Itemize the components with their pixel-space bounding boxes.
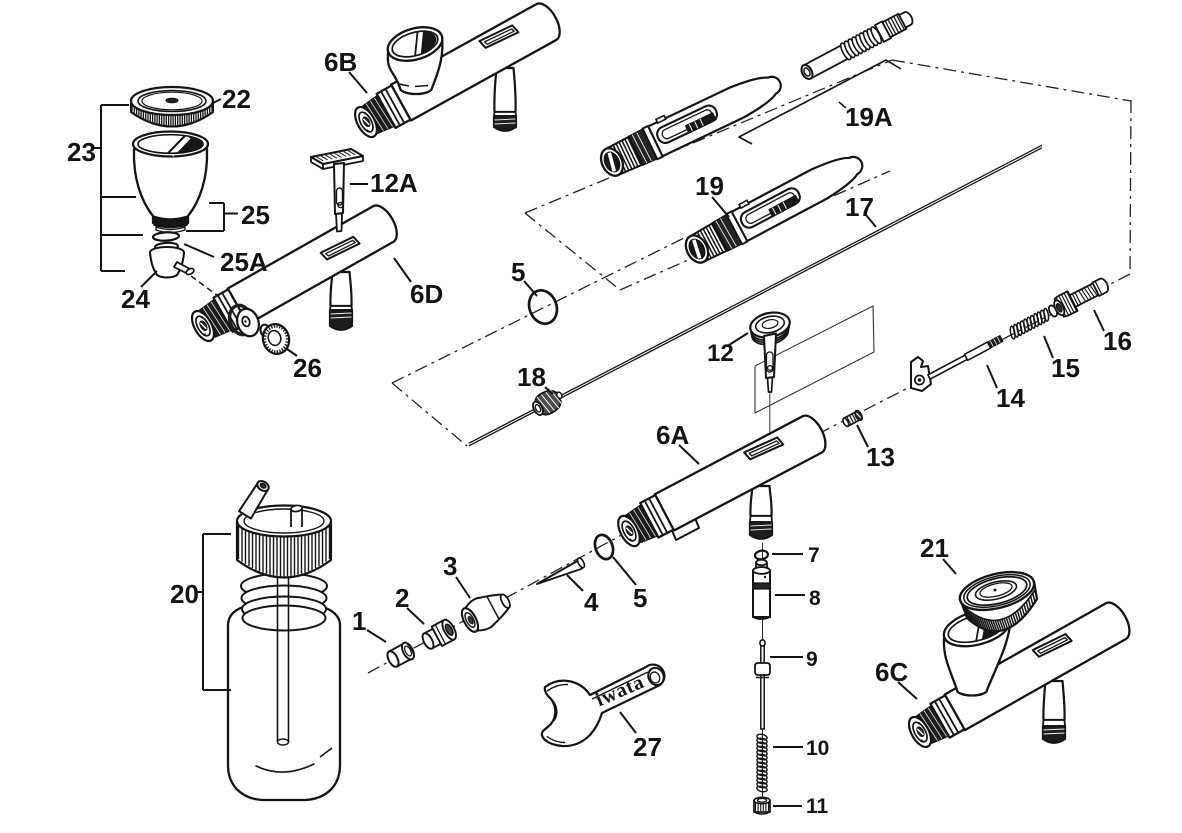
svg-text:8: 8 — [809, 587, 821, 610]
svg-text:20: 20 — [170, 579, 199, 609]
svg-text:12: 12 — [707, 340, 734, 367]
svg-text:7: 7 — [808, 544, 820, 567]
svg-text:4: 4 — [584, 587, 599, 617]
svg-text:25: 25 — [241, 200, 270, 230]
svg-text:6D: 6D — [410, 279, 443, 309]
svg-text:27: 27 — [633, 732, 662, 762]
svg-text:19: 19 — [695, 171, 724, 201]
svg-text:22: 22 — [222, 84, 251, 114]
svg-text:9: 9 — [806, 648, 818, 671]
svg-text:2: 2 — [395, 583, 409, 613]
svg-text:16: 16 — [1103, 326, 1132, 356]
svg-text:5: 5 — [511, 257, 525, 287]
svg-text:14: 14 — [996, 383, 1025, 413]
svg-text:17: 17 — [845, 192, 874, 222]
svg-text:6C: 6C — [875, 657, 908, 687]
svg-text:13: 13 — [866, 442, 895, 472]
svg-text:1: 1 — [352, 606, 366, 636]
svg-text:6A: 6A — [656, 420, 689, 450]
svg-text:23: 23 — [67, 137, 96, 167]
svg-text:19A: 19A — [845, 102, 893, 132]
svg-text:6B: 6B — [324, 47, 357, 77]
svg-text:24: 24 — [121, 284, 150, 314]
svg-text:15: 15 — [1051, 353, 1080, 383]
svg-text:21: 21 — [920, 533, 949, 563]
svg-text:26: 26 — [293, 353, 322, 383]
svg-text:3: 3 — [443, 551, 457, 581]
svg-text:11: 11 — [806, 795, 829, 818]
svg-text:25A: 25A — [220, 247, 268, 277]
svg-text:10: 10 — [806, 737, 829, 760]
svg-text:18: 18 — [517, 362, 546, 392]
svg-text:5: 5 — [633, 583, 647, 613]
svg-text:12A: 12A — [370, 168, 418, 198]
